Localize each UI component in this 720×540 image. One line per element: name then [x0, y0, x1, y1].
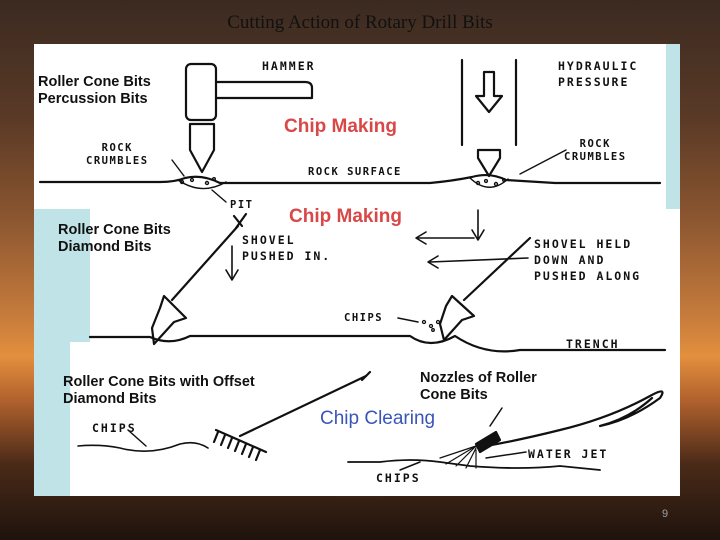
panel2-bit-type-1: Roller Cone Bits	[58, 222, 171, 238]
chisel-left-drawing	[188, 122, 216, 174]
panel1-heading: Chip Making	[284, 116, 397, 137]
hydraulic-chisel-drawing	[460, 58, 518, 178]
panel3-bit-types: Roller Cone Bits with Offset Diamond Bit…	[63, 374, 255, 408]
hammer-drawing	[184, 62, 314, 122]
panel3-bit-type-2: Diamond Bits	[63, 391, 157, 407]
chips-dots	[421, 319, 441, 332]
ground-chips-right	[347, 459, 601, 471]
rock-crumbles-right-label: ROCK CRUMBLES	[564, 138, 627, 164]
shovel-pushed-label: SHOVEL PUSHED IN.	[242, 232, 331, 264]
trench-line	[88, 334, 667, 353]
panel3-bit-type-1: Roller Cone Bits with Offset	[63, 374, 255, 390]
panel2-arrows	[225, 209, 529, 323]
rock-surface-label: ROCK SURFACE	[308, 166, 402, 178]
shovel-held-2: DOWN AND	[534, 253, 606, 267]
hydraulic-line-1: HYDRAULIC	[558, 59, 639, 73]
shovel-pushed-1: SHOVEL	[242, 233, 296, 247]
nozzles-label: Nozzles of Roller Cone Bits	[420, 370, 537, 404]
water-jet-lines	[439, 445, 477, 469]
rock-crumbles-left-label: ROCK CRUMBLES	[86, 142, 149, 168]
hose-drawing	[474, 390, 664, 454]
hydraulic-label: HYDRAULIC PRESSURE	[558, 58, 638, 90]
shovel-right-drawing	[438, 236, 532, 342]
rock-crumbles-left-2: CRUMBLES	[86, 155, 149, 167]
shovel-held-3: PUSHED ALONG	[534, 269, 642, 283]
rock-crumbles-right-1: ROCK	[579, 138, 611, 150]
rock-crumbles-right-2: CRUMBLES	[564, 151, 627, 163]
chips-label-panel2: CHIPS	[344, 312, 384, 324]
hammer-label: HAMMER	[262, 59, 316, 73]
panel1-bit-type-1: Roller Cone Bits	[38, 74, 151, 90]
ground-chips-left	[77, 441, 209, 452]
panel-2-background	[34, 209, 680, 357]
rock-crumbles-left-1: ROCK	[101, 142, 133, 154]
chips-label-panel3-left: CHIPS	[92, 421, 137, 435]
trench-label: TRENCH	[566, 337, 620, 351]
panel-3-background	[34, 342, 680, 496]
panel3-arrows	[127, 407, 527, 471]
shovel-left-drawing	[150, 212, 248, 346]
shovel-pushed-2: PUSHED IN.	[242, 249, 332, 263]
chips-label-panel3-bottom: CHIPS	[376, 471, 421, 485]
panel2-heading: Chip Making	[289, 206, 402, 227]
panel3-heading: Chip Clearing	[320, 408, 436, 429]
water-jet-label: WATER JET	[528, 447, 609, 461]
rake-drawing	[212, 370, 372, 462]
slide-title: Cutting Action of Rotary Drill Bits	[227, 12, 493, 33]
pit-label: PIT	[230, 199, 254, 211]
panel-1-accent	[666, 44, 680, 209]
nozzles-line-1: Nozzles of Roller	[420, 370, 537, 386]
rock-crumbles-dots	[179, 176, 507, 187]
hydraulic-line-2: PRESSURE	[558, 75, 630, 89]
shovel-held-1: SHOVEL HELD	[534, 237, 633, 251]
nozzles-line-2: Cone Bits	[420, 387, 488, 403]
panel-2-accent	[34, 209, 90, 357]
panel1-bit-type-2: Percussion Bits	[38, 91, 148, 107]
panel2-bit-type-2: Diamond Bits	[58, 239, 152, 255]
shovel-held-label: SHOVEL HELD DOWN AND PUSHED ALONG	[534, 236, 641, 284]
slide-number: 9	[662, 508, 669, 520]
panel1-bit-types: Roller Cone Bits Percussion Bits	[38, 74, 151, 108]
panel2-bit-types: Roller Cone Bits Diamond Bits	[58, 222, 171, 256]
panel-3-accent	[34, 342, 70, 496]
panel1-arrows	[171, 149, 567, 203]
